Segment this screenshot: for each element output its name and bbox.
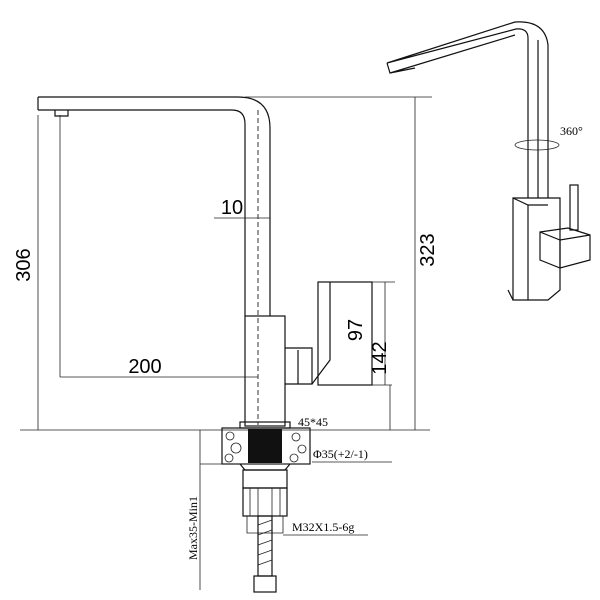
- lever-3d: [569, 184, 579, 231]
- spout-outer: [38, 96, 271, 316]
- faucet-body: [244, 315, 286, 427]
- rotation-arrow-icon: [514, 139, 560, 151]
- handle-3d: [539, 227, 591, 269]
- mounting-assembly: [199, 427, 311, 593]
- dim-10: 10: [221, 197, 243, 219]
- dim-hole-diameter: Φ35(+2/-1): [313, 447, 368, 461]
- dim-counter-thickness: Max35-Min1: [186, 496, 200, 560]
- dim-200: 200: [128, 356, 161, 378]
- dimension-lines: [20, 96, 432, 431]
- dim-thread: M32X1.5-6g: [292, 520, 354, 534]
- handle-lever: [317, 281, 373, 386]
- dim-45x45: 45*45: [298, 415, 328, 429]
- spout-inner: [38, 109, 246, 316]
- dim-306: 306: [13, 248, 35, 281]
- dim-97: 97: [345, 319, 367, 341]
- aerator: [54, 110, 69, 117]
- faucet-3d-view: 360°: [386, 21, 591, 301]
- body-3d: [512, 197, 561, 301]
- dim-323: 323: [417, 233, 439, 266]
- faucet-side-view: [37, 96, 373, 429]
- mounting-insert: [248, 429, 282, 463]
- rotation-label: 360°: [560, 124, 583, 138]
- dim-142: 142: [369, 341, 391, 374]
- hose: [257, 515, 273, 577]
- hose-nut: [253, 575, 277, 593]
